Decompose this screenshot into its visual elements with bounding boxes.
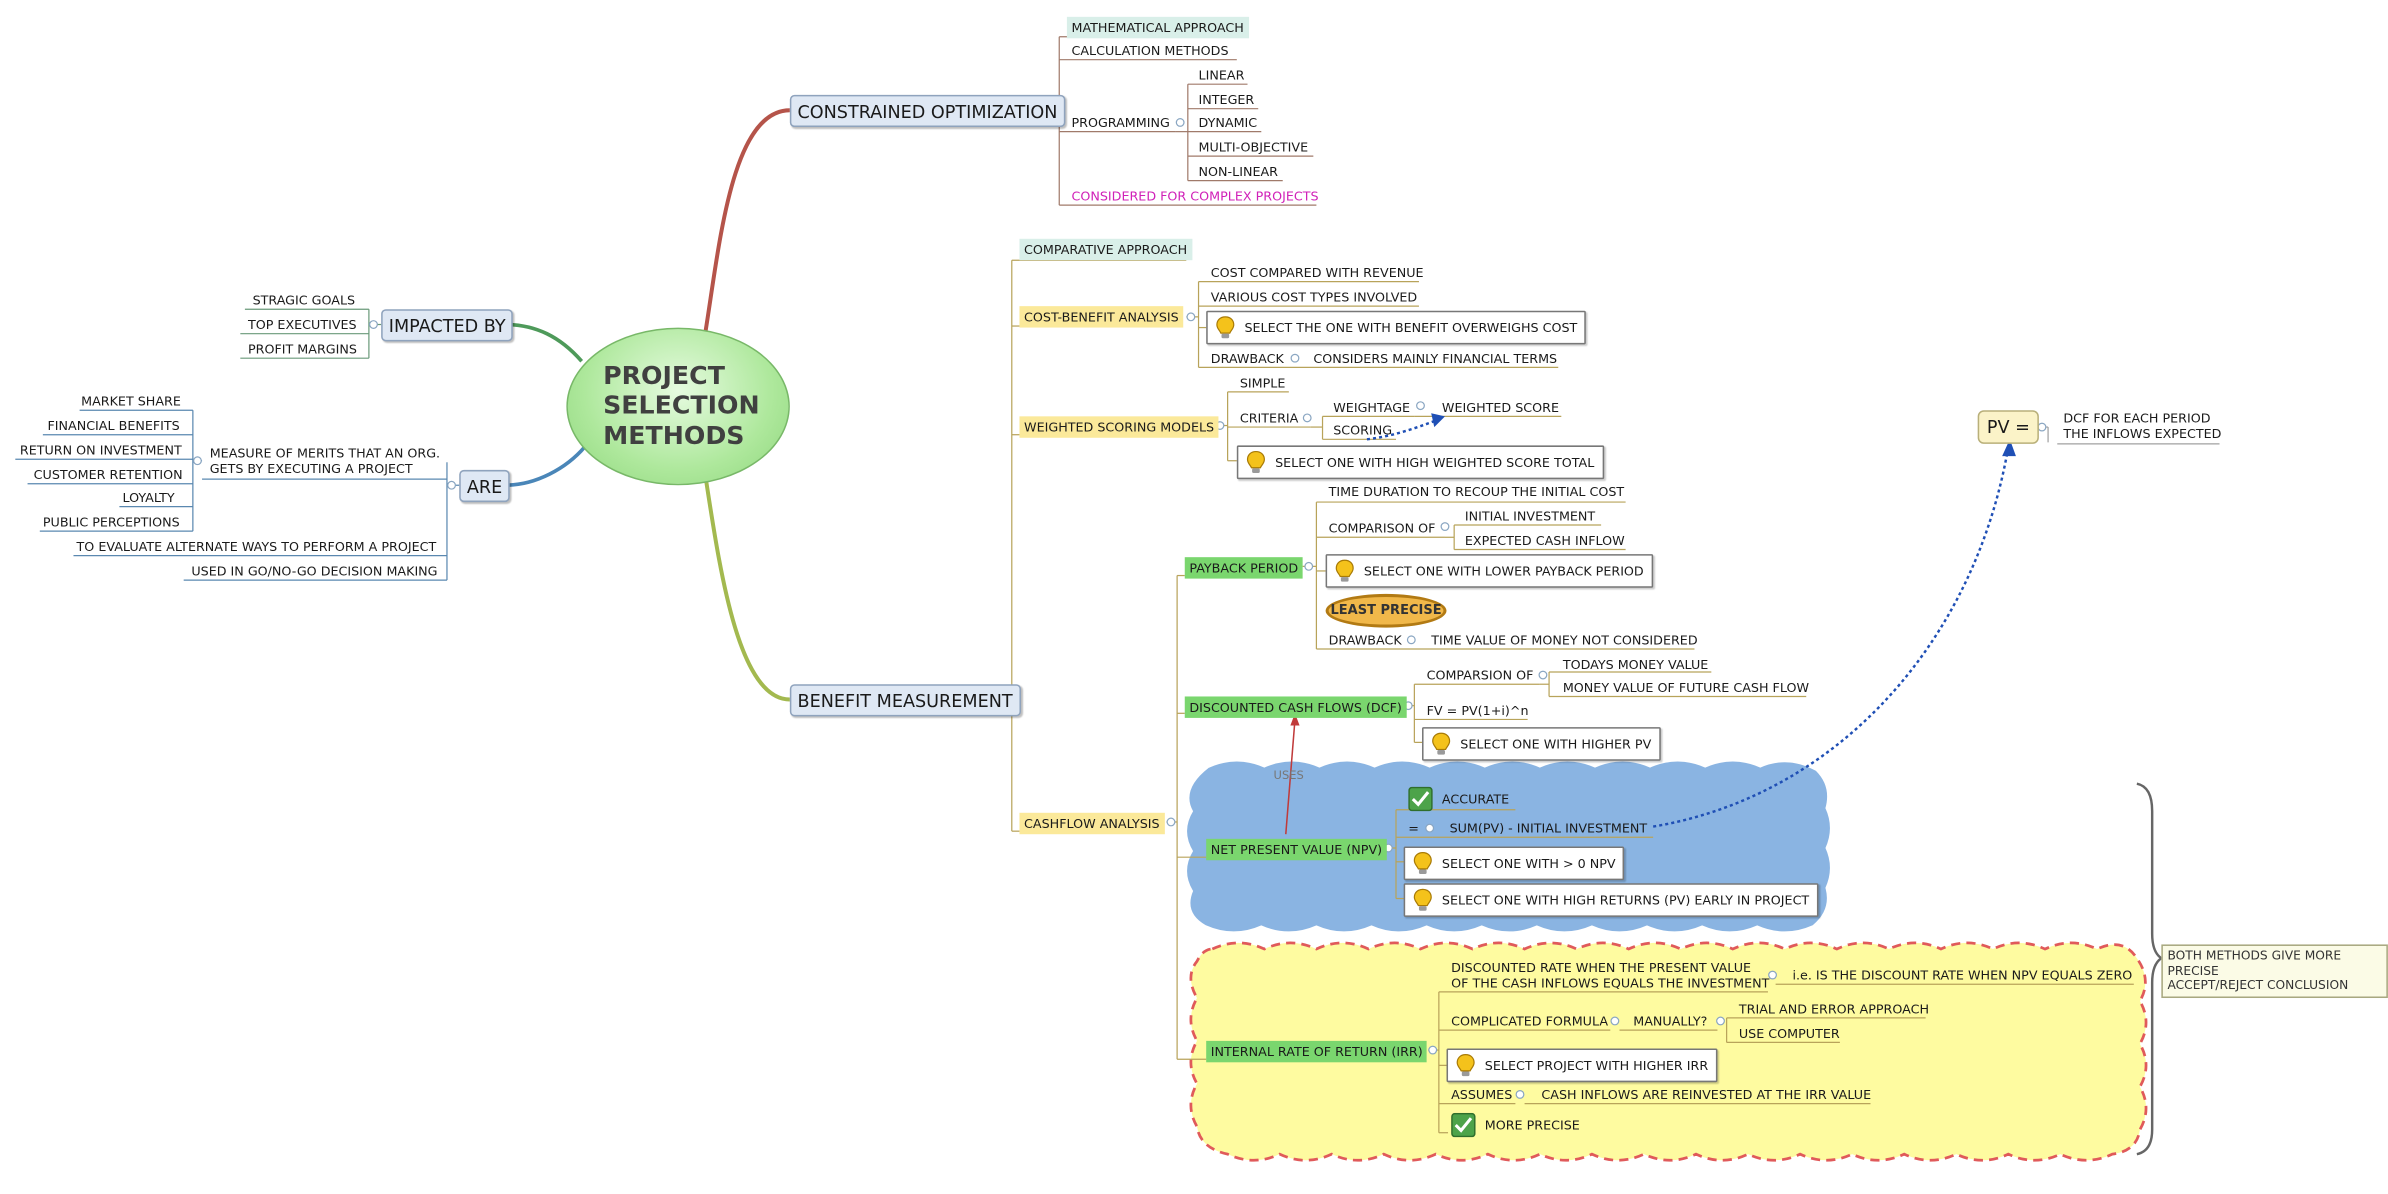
impacted-item[interactable]: PROFIT MARGINS	[247, 341, 357, 357]
lightbulb-icon	[1335, 559, 1354, 582]
impacted-item[interactable]: TOP EXECUTIVES	[247, 316, 357, 333]
are-measure[interactable]: MEASURE OF MERITS THAT AN ORG. GETS BY E…	[209, 445, 441, 476]
merit-item[interactable]: MARKET SHARE	[81, 393, 181, 409]
programming-type[interactable]: INTEGER	[1198, 91, 1255, 108]
irr-trial[interactable]: TRIAL AND ERROR APPROACH	[1738, 1001, 1930, 1017]
npv-accurate[interactable]: ACCURATE	[1441, 791, 1510, 807]
lightbulb-icon	[1216, 316, 1235, 339]
irr-manually[interactable]: MANUALLY?	[1633, 1013, 1708, 1029]
programming-type[interactable]: MULTI-OBJECTIVE	[1198, 139, 1309, 155]
cba-drawback[interactable]: DRAWBACK	[1210, 350, 1284, 366]
checkmark-icon	[1408, 786, 1433, 812]
weighted-scoring-models[interactable]: WEIGHTED SCORING MODELS	[1019, 416, 1219, 438]
net-present-value[interactable]: NET PRESENT VALUE (NPV)	[1206, 838, 1387, 861]
internal-rate-of-return[interactable]: INTERNAL RATE OF RETURN (IRR)	[1206, 1040, 1428, 1063]
dcf-todays[interactable]: TODAYS MONEY VALUE	[1562, 656, 1709, 672]
payback-tip-text: SELECT ONE WITH LOWER PAYBACK PERIOD	[1363, 563, 1644, 579]
wsm-weightage[interactable]: WEIGHTAGE	[1333, 399, 1411, 415]
topic-impacted-by[interactable]: IMPACTED BY	[381, 309, 514, 342]
irr-ie[interactable]: i.e. IS THE DISCOUNT RATE WHEN NPV EQUAL…	[1792, 967, 2133, 983]
merit-item[interactable]: PUBLIC PERCEPTIONS	[42, 514, 180, 530]
impacted-item[interactable]: STRAGIC GOALS	[252, 292, 356, 308]
lightbulb-icon	[1413, 888, 1432, 911]
topic-are[interactable]: ARE	[459, 469, 510, 503]
merit-item[interactable]: FINANCIAL BENEFITS	[47, 417, 180, 434]
wsm-tip-text: SELECT ONE WITH HIGH WEIGHTED SCORE TOTA…	[1275, 454, 1595, 470]
merit-item[interactable]: RETURN ON INVESTMENT	[19, 442, 182, 458]
merit-item[interactable]: CUSTOMER RETENTION	[33, 466, 183, 483]
mathematical-approach-label[interactable]: MATHEMATICAL APPROACH	[1066, 16, 1249, 39]
payback-duration[interactable]: TIME DURATION TO RECOUP THE INITIAL COST	[1328, 483, 1625, 500]
uses-relationship-label: USES	[1273, 768, 1304, 783]
irr-definition[interactable]: DISCOUNTED RATE WHEN THE PRESENT VALUE O…	[1451, 959, 1770, 990]
merit-item[interactable]: LOYALTY	[122, 489, 175, 506]
topic-benefit-measurement[interactable]: BENEFIT MEASUREMENT	[789, 684, 1021, 717]
programming[interactable]: PROGRAMMING	[1071, 114, 1170, 131]
comparative-approach-label[interactable]: COMPARATIVE APPROACH	[1019, 238, 1192, 261]
wsm-scoring[interactable]: SCORING	[1333, 422, 1393, 438]
topic-constrained-optimization[interactable]: CONSTRAINED OPTIMIZATION	[789, 94, 1066, 128]
cba-item[interactable]: VARIOUS COST TYPES INVOLVED	[1210, 289, 1418, 305]
payback-drawback[interactable]: DRAWBACK	[1328, 632, 1402, 648]
programming-type[interactable]: DYNAMIC	[1198, 114, 1258, 131]
npv-tip-1-text: SELECT ONE WITH > 0 NPV	[1441, 855, 1616, 871]
discounted-cash-flows[interactable]: DISCOUNTED CASH FLOWS (DCF)	[1184, 696, 1407, 718]
are-go-no-go[interactable]: USED IN GO/NO-GO DECISION MAKING	[191, 563, 438, 579]
least-precise-badge[interactable]: LEAST PRECISE	[1325, 593, 1447, 628]
irr-assumes[interactable]: ASSUMES	[1451, 1086, 1513, 1103]
dcf-tip[interactable]: SELECT ONE WITH HIGHER PV	[1422, 727, 1661, 761]
programming-type[interactable]: NON-LINEAR	[1198, 163, 1278, 180]
wsm-tip[interactable]: SELECT ONE WITH HIGH WEIGHTED SCORE TOTA…	[1236, 445, 1604, 480]
checkmark-icon	[1451, 1112, 1476, 1138]
npv-equals[interactable]: =	[1408, 820, 1419, 836]
both-methods-note[interactable]: BOTH METHODS GIVE MORE PRECISE ACCEPT/RE…	[2161, 944, 2388, 998]
npv-formula[interactable]: SUM(PV) - INITIAL INVESTMENT	[1449, 820, 1648, 836]
cba-tip-text: SELECT THE ONE WITH BENEFIT OVERWEIGHS C…	[1244, 319, 1578, 336]
wsm-criteria[interactable]: CRITERIA	[1239, 410, 1299, 426]
root-topic-label: PROJECT SELECTION METHODS	[603, 361, 760, 450]
irr-tip[interactable]: SELECT PROJECT WITH HIGHER IRR	[1446, 1048, 1718, 1083]
wsm-simple[interactable]: SIMPLE	[1239, 375, 1286, 391]
payback-initial[interactable]: INITIAL INVESTMENT	[1464, 508, 1596, 524]
irr-assumes-text[interactable]: CASH INFLOWS ARE REINVESTED AT THE IRR V…	[1541, 1086, 1872, 1103]
cashflow-analysis[interactable]: CASHFLOW ANALYSIS	[1019, 812, 1165, 835]
pv-topic[interactable]: PV =	[1977, 410, 2040, 444]
payback-period[interactable]: PAYBACK PERIOD	[1184, 557, 1303, 579]
pv-text[interactable]: DCF FOR EACH PERIOD THE INFLOWS EXPECTED	[2063, 410, 2222, 441]
dcf-future[interactable]: MONEY VALUE OF FUTURE CASH FLOW	[1562, 679, 1810, 695]
payback-comparison[interactable]: COMPARISON OF	[1328, 520, 1436, 536]
irr-more-precise[interactable]: MORE PRECISE	[1484, 1117, 1580, 1133]
lightbulb-icon	[1432, 732, 1451, 755]
root-topic[interactable]	[566, 327, 790, 486]
npv-tip-2[interactable]: SELECT ONE WITH HIGH RETURNS (PV) EARLY …	[1403, 883, 1819, 917]
irr-tip-text: SELECT PROJECT WITH HIGHER IRR	[1484, 1057, 1709, 1074]
cba-drawback-text[interactable]: CONSIDERS MAINLY FINANCIAL TERMS	[1313, 350, 1558, 366]
payback-tip[interactable]: SELECT ONE WITH LOWER PAYBACK PERIOD	[1325, 554, 1653, 588]
payback-expected[interactable]: EXPECTED CASH INFLOW	[1464, 532, 1625, 548]
payback-drawback-text[interactable]: TIME VALUE OF MONEY NOT CONSIDERED	[1431, 632, 1698, 648]
lightbulb-icon	[1456, 1054, 1475, 1077]
cba-tip[interactable]: SELECT THE ONE WITH BENEFIT OVERWEIGHS C…	[1206, 310, 1587, 345]
irr-complicated[interactable]: COMPLICATED FORMULA	[1451, 1013, 1609, 1029]
cost-benefit-analysis[interactable]: COST-BENEFIT ANALYSIS	[1019, 306, 1184, 328]
wsm-weighted-score[interactable]: WEIGHTED SCORE	[1441, 399, 1560, 415]
calculation-methods[interactable]: CALCULATION METHODS	[1071, 42, 1229, 59]
lightbulb-icon	[1246, 450, 1265, 473]
programming-type[interactable]: LINEAR	[1198, 67, 1245, 83]
dcf-formula[interactable]: FV = PV(1+i)^n	[1426, 702, 1529, 718]
cba-item[interactable]: COST COMPARED WITH REVENUE	[1210, 264, 1424, 281]
are-evaluate[interactable]: TO EVALUATE ALTERNATE WAYS TO PERFORM A …	[76, 538, 437, 555]
complex-projects-note[interactable]: CONSIDERED FOR COMPLEX PROJECTS	[1071, 188, 1319, 204]
npv-tip-1[interactable]: SELECT ONE WITH > 0 NPV	[1403, 846, 1625, 881]
dcf-tip-text: SELECT ONE WITH HIGHER PV	[1460, 736, 1652, 752]
irr-computer[interactable]: USE COMPUTER	[1738, 1025, 1840, 1041]
lightbulb-icon	[1413, 851, 1432, 875]
npv-tip-2-text: SELECT ONE WITH HIGH RETURNS (PV) EARLY …	[1441, 892, 1810, 908]
dcf-comparison[interactable]: COMPARSION OF	[1426, 667, 1534, 683]
